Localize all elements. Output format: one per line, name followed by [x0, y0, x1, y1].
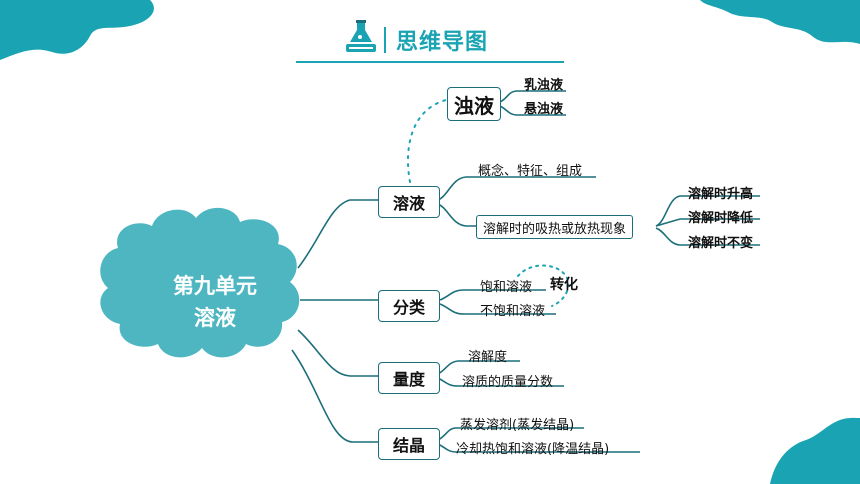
node-fenlei: 分类	[378, 290, 440, 322]
node-jiejing-label: 结晶	[392, 436, 425, 455]
node-fenlei-label: 分类	[392, 298, 425, 317]
center-line-2: 溶液	[194, 306, 236, 330]
leaf-ruzhuoye: 乳浊液	[524, 78, 564, 93]
node-jiejing: 结晶	[378, 428, 440, 460]
leaf-cooling: 冷却热饱和溶液(降温结晶)	[456, 442, 610, 457]
node-zhuoye: 浊液	[447, 87, 501, 121]
node-liangdu-label: 量度	[392, 370, 425, 389]
header: 思维导图	[346, 20, 488, 60]
title-divider	[384, 27, 386, 53]
flask-book-icon	[346, 20, 376, 52]
leaf-bubaohe: 不饱和溶液	[480, 304, 546, 319]
header-icon-spacer	[346, 24, 378, 56]
bottom-right-blob	[770, 417, 860, 484]
center-node: 第九单元 溶液	[150, 270, 280, 334]
leaf-temp-rise: 溶解时升高	[688, 187, 754, 202]
leaf-concept: 概念、特征、组成	[478, 164, 583, 179]
leaf-evaporate: 蒸发溶剂(蒸发结晶)	[460, 418, 575, 433]
node-rongye-label: 溶液	[392, 194, 425, 213]
node-zhuoye-label: 浊液	[454, 93, 494, 118]
node-rongye: 溶液	[378, 186, 440, 218]
leaf-temp-fall: 溶解时降低	[688, 211, 754, 226]
box-phenomenon: 溶解时的吸热或放热现象	[476, 215, 634, 239]
page-title: 思维导图	[396, 30, 489, 55]
leaf-rongjiedu: 溶解度	[468, 350, 508, 365]
top-right-blob	[700, 0, 860, 44]
top-left-blob	[0, 0, 154, 60]
dotted-link-zhuoye	[407, 99, 447, 183]
main-connectors	[291, 90, 760, 453]
title-underline	[296, 61, 564, 63]
leaf-zhiliangfenshu: 溶质的质量分数	[462, 375, 554, 390]
leaf-temp-same: 溶解时不变	[688, 236, 754, 251]
center-line-1: 第九单元	[173, 274, 257, 298]
dotted-convert-arc	[517, 264, 570, 307]
label-convert: 转化	[550, 277, 578, 293]
box-phenomenon-label: 溶解时的吸热或放热现象	[483, 221, 627, 237]
leaf-xuanzhuoye: 悬浊液	[524, 102, 564, 117]
leaf-baohe: 饱和溶液	[480, 280, 533, 295]
center-cloud	[100, 207, 300, 358]
node-liangdu: 量度	[378, 362, 440, 394]
